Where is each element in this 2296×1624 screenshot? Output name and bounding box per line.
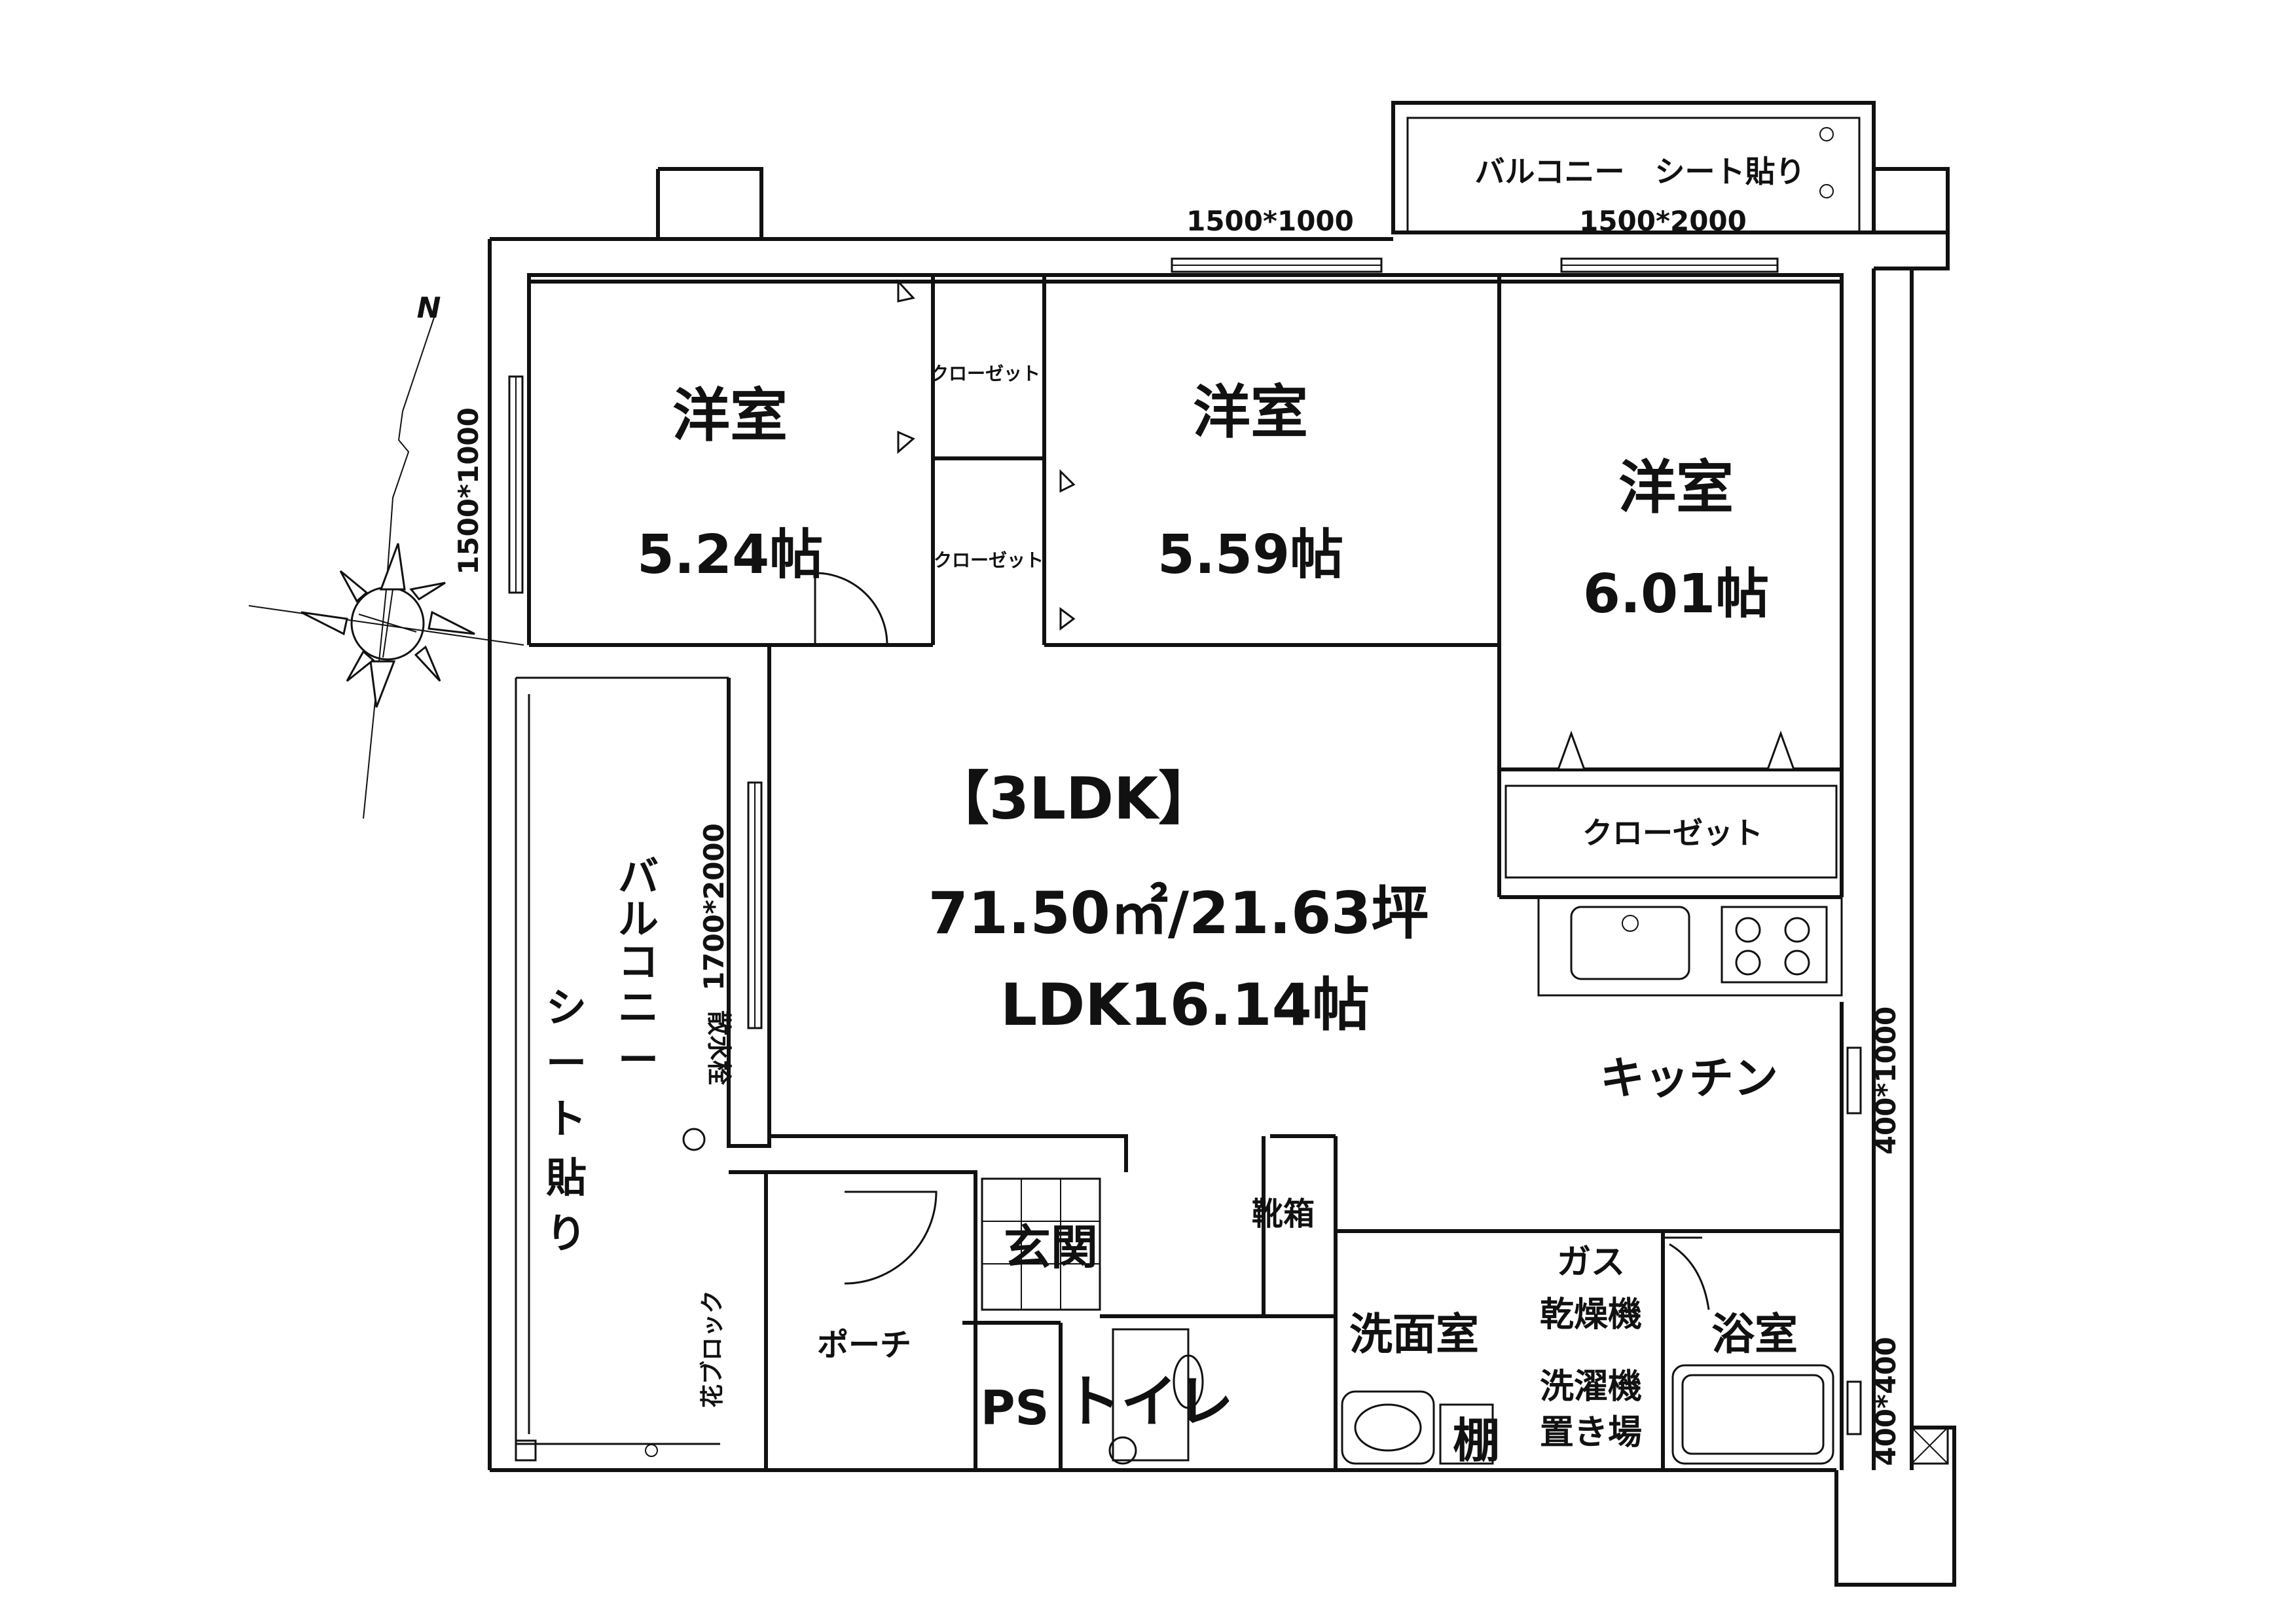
gas-dryer-label-line2: 乾燥機 — [1540, 1295, 1642, 1335]
shoe-box-label: 靴箱 — [1252, 1196, 1315, 1232]
west-balcony-char: ト — [546, 1095, 587, 1143]
interior-walls — [527, 273, 1844, 1470]
closet-label-3: クローゼット — [1582, 815, 1763, 851]
washroom-label: 洗面室 — [1349, 1309, 1479, 1359]
plan-type-label: 【3LDK】 — [932, 765, 1216, 832]
window-size-west-upper: 1500*1000 — [452, 407, 484, 575]
window-size-west-lower: 1700*2000 — [698, 823, 730, 991]
genkan-floor-tiles — [981, 1177, 1101, 1311]
kitchen-counter — [1537, 896, 1843, 997]
faucet-label: 散水栓 — [704, 1010, 733, 1085]
window-size-top-right: 1500*2000 — [1579, 205, 1747, 237]
compass-north-label: N — [417, 291, 441, 325]
flower-block-label: 花ブロック — [699, 1290, 726, 1408]
west-balcony-char: シ — [546, 984, 587, 1031]
kitchen-label: キッチン — [1600, 1053, 1778, 1105]
west-balcony-char: 貼 — [546, 1154, 587, 1202]
bath-label: 浴室 — [1711, 1309, 1798, 1359]
compass-rose-icon — [248, 307, 524, 819]
west-balcony-label: バ ル コ ニ ー シ ー ト 貼 り — [546, 853, 659, 1257]
room1-size: 5.24帖 — [637, 524, 823, 586]
window-size-top-mid: 1500*1000 — [1186, 205, 1354, 237]
west-balcony-char: ー — [546, 1039, 587, 1087]
plan-area-label: 71.50㎡/21.63坪 — [928, 879, 1429, 947]
west-balcony-char: ー — [618, 1036, 659, 1084]
plan-ldk-label: LDK16.14帖 — [1000, 971, 1370, 1039]
room2-size: 5.59帖 — [1157, 524, 1343, 586]
genkan-label: 玄関 — [1004, 1220, 1098, 1275]
room2-name: 洋室 — [1193, 378, 1308, 446]
west-balcony-char: り — [546, 1209, 587, 1257]
room1-name: 洋室 — [672, 382, 788, 449]
west-balcony-char: ル — [618, 895, 659, 943]
west-balcony-char: コ — [618, 938, 659, 986]
shelf-label: 棚 — [1453, 1413, 1500, 1468]
washer-label-line1: 洗濯機 — [1540, 1367, 1642, 1407]
closet-label-1: クローゼット — [930, 363, 1040, 384]
top-balcony-label: バルコニー シート貼り — [1474, 154, 1805, 189]
closet-markers — [897, 279, 1796, 771]
toilet-label: トイレ — [1065, 1369, 1233, 1435]
doors — [814, 572, 1710, 1310]
closet-label-2: クローゼット — [934, 549, 1044, 571]
outer-walls — [488, 167, 1956, 1587]
windows — [508, 257, 1949, 1465]
window-size-east-kitchen: 400*1000 — [1870, 1006, 1902, 1155]
room3-name: 洋室 — [1618, 454, 1734, 521]
bath-fixtures — [682, 1128, 1834, 1465]
gas-dryer-label-line1: ガス — [1557, 1243, 1625, 1282]
west-balcony-char: バ — [618, 853, 659, 900]
washer-label-line2: 置き場 — [1540, 1413, 1642, 1452]
window-size-east-bath: 400*400 — [1870, 1337, 1902, 1466]
ps-label: PS — [981, 1380, 1049, 1435]
porch-label: ポーチ — [817, 1327, 911, 1363]
west-balcony-char: ニ — [618, 984, 659, 1031]
room3-size: 6.01帖 — [1583, 563, 1769, 625]
